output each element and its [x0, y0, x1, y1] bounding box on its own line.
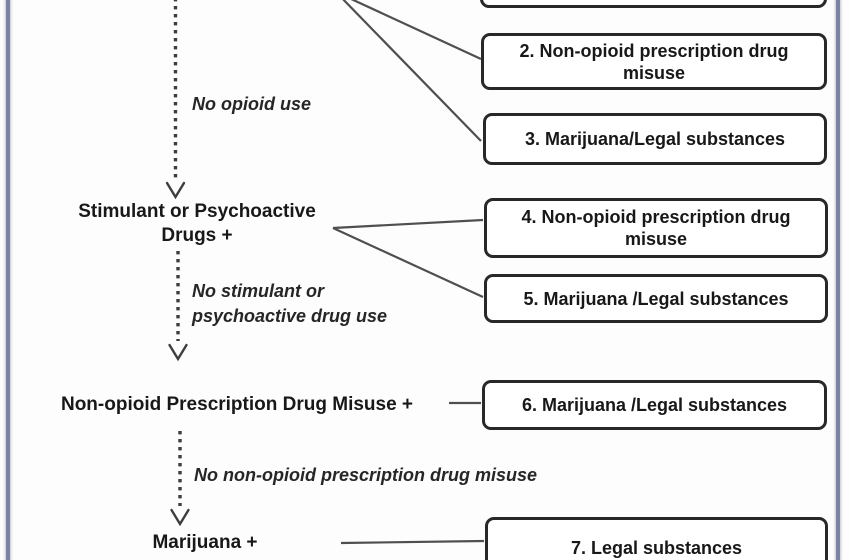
node-nonopioid-rx-misuse: Non-opioid Prescription Drug Misuse + [61, 393, 413, 417]
frame-border-left [6, 0, 10, 560]
outcome-box-5: 5. Marijuana /Legal substances [484, 274, 828, 323]
outcome-box-2: 2. Non-opioid prescription drug misuse [481, 33, 827, 90]
connector-to-box-2 [350, 0, 482, 60]
outcome-box-5-label: 5. Marijuana /Legal substances [523, 288, 789, 309]
edge-label-no-stimulant-line-2: psychoactive drug use [192, 306, 388, 326]
arrowhead-no-rx-misuse [170, 508, 190, 527]
node-marijuana: Marijuana + [152, 531, 257, 555]
connector-to-box-7 [340, 539, 485, 545]
arrowhead-no-opioid [165, 181, 186, 200]
outcome-box-1-partial [480, 0, 827, 8]
edge-label-no-stimulant: No stimulant or psychoactive drug use [192, 279, 387, 329]
node-stimulant-line-2: Drugs + [161, 225, 233, 246]
frame-border-right [836, 0, 840, 560]
node-nonopioid-line-1: Non-opioid Prescription Drug Misuse + [60, 394, 414, 415]
connector-to-box-4 [332, 218, 484, 230]
edge-label-no-opioid: No opioid use [192, 92, 311, 117]
outcome-box-3-label: 3. Marijuana/Legal substances [524, 129, 786, 149]
outcome-box-4-label: 4. Non-opioid prescription drug misuse [521, 207, 791, 249]
connector-to-box-5 [332, 227, 484, 298]
arrowhead-no-stimulant [168, 343, 188, 362]
outcome-box-2-label: 2. Non-opioid prescription drug misuse [519, 40, 789, 83]
edge-label-no-rx-misuse-line-1: No non-opioid prescription drug misuse [194, 465, 538, 485]
edge-label-no-stimulant-line-1: No stimulant or [192, 281, 325, 301]
outcome-box-6-label: 6. Marijuana /Legal substances [521, 395, 788, 415]
outcome-box-6: 6. Marijuana /Legal substances [482, 380, 827, 430]
edge-label-no-opioid-line-1: No opioid use [192, 94, 311, 114]
node-marijuana-line-1: Marijuana + [152, 532, 258, 553]
node-stimulant-line-1: Stimulant or Psychoactive [78, 201, 316, 222]
outcome-box-7: 7. Legal substances [485, 517, 828, 560]
edge-label-no-rx-misuse: No non-opioid prescription drug misuse [194, 463, 537, 488]
outcome-box-3: 3. Marijuana/Legal substances [483, 113, 827, 165]
outcome-box-7-label: 7. Legal substances [570, 538, 743, 558]
outcome-box-4: 4. Non-opioid prescription drug misuse [484, 198, 828, 258]
node-stimulant-psychoactive: Stimulant or Psychoactive Drugs + [78, 200, 316, 248]
connector-to-box-3 [342, 0, 482, 142]
